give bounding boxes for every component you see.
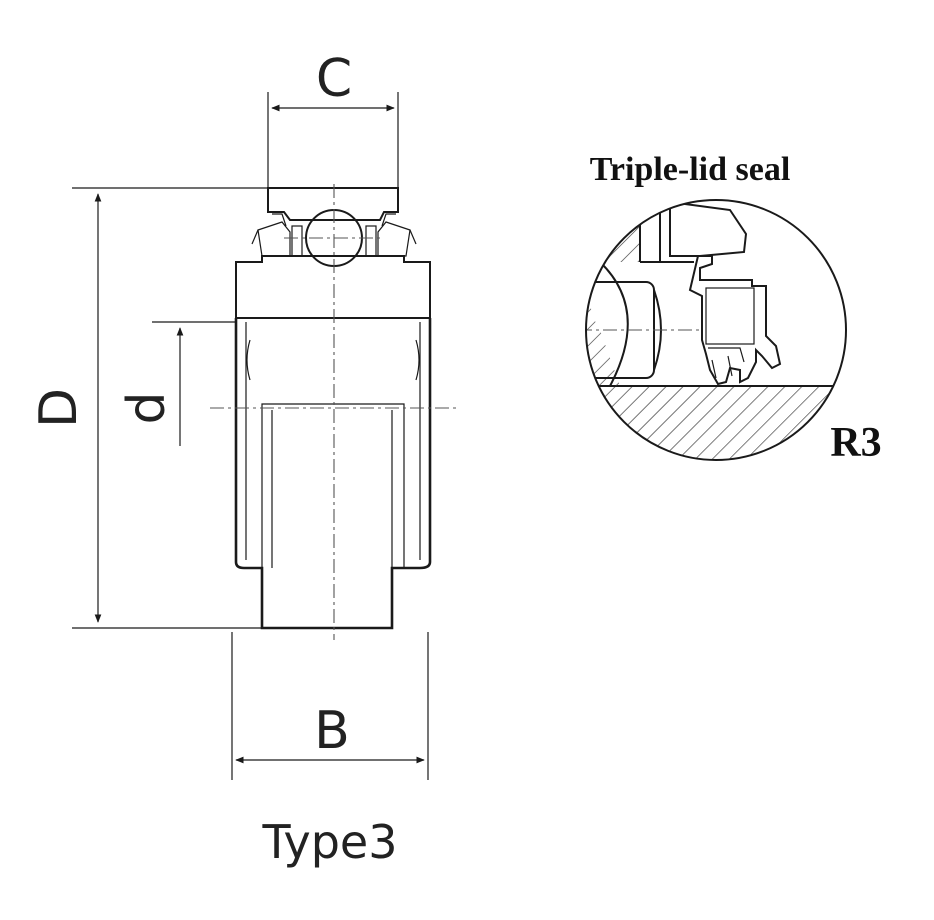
seal-title: Triple-lid seal [590, 151, 791, 188]
bearing-section [210, 184, 456, 640]
dim-d-outer-label: D [29, 388, 89, 428]
seal-left [251, 213, 303, 257]
seal-code: R3 [830, 420, 881, 466]
dim-c-label: C [316, 49, 352, 109]
dimension-b: B [231, 632, 429, 780]
type-label: Type3 [262, 815, 398, 869]
seal-right [365, 213, 417, 257]
seal-detail [585, 199, 847, 461]
outer-ring [267, 187, 399, 221]
dimension-d-outer: D [29, 187, 268, 629]
dimension-c: C [267, 49, 399, 188]
dim-d-inner-label: d [117, 391, 177, 424]
dim-b-label: B [314, 701, 350, 761]
dimension-d-inner: d [117, 321, 236, 446]
inner-ring [235, 255, 431, 319]
inner-ring-body [234, 318, 432, 630]
